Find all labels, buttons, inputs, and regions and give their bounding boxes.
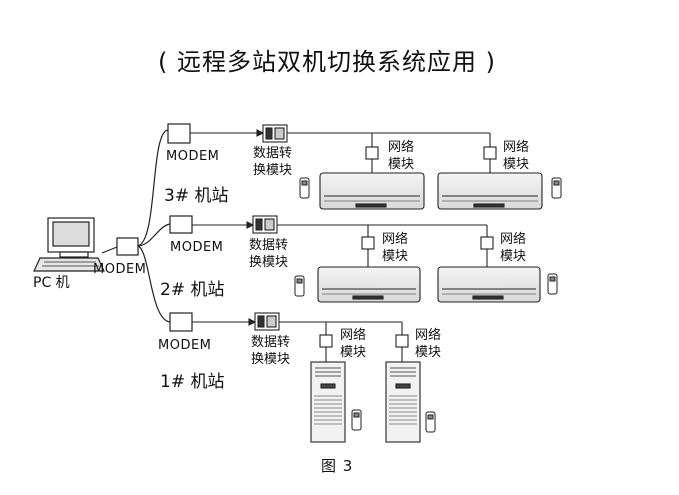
station1-converter-line1: 数据转 <box>251 335 291 350</box>
station1-modem-box <box>169 312 193 332</box>
pc-modem-link <box>101 246 118 254</box>
bus-lines <box>277 132 491 362</box>
station2-converter-label: 数据转 换模块 <box>249 237 288 271</box>
station3-net-module-1-label: 网络 模块 <box>388 139 414 173</box>
station3-modem-label: MODEM <box>166 149 220 164</box>
station1-cabinet-unit-2 <box>385 361 421 443</box>
pc-icon <box>33 217 105 272</box>
figure-caption: 图 3 <box>321 457 354 475</box>
diagram-title: ( 远程多站双机切换系统应用 ) <box>158 48 496 76</box>
trunk-line-2 <box>137 223 171 247</box>
station2-net-module-1-label: 网络 模块 <box>382 231 408 265</box>
trunk-line-1 <box>137 245 171 323</box>
station2-net-module-2-label: 网络 模块 <box>500 231 526 265</box>
station1-converter-box <box>254 312 280 331</box>
pc-label: PC 机 <box>33 275 70 291</box>
station2-ac-unit-2 <box>437 266 541 303</box>
station3-converter-box <box>262 124 288 143</box>
station2-converter-line2: 换模块 <box>249 255 289 270</box>
station1-converter-line2: 换模块 <box>251 352 291 367</box>
station3-label: 3# 机站 <box>164 186 229 206</box>
station1-net-module-1-label: 网络 模块 <box>340 327 366 361</box>
trunk-line-3 <box>137 129 169 247</box>
station3-net1-line2: 模块 <box>388 157 415 172</box>
station1-net2-line1: 网络 <box>415 328 442 343</box>
station2-modem-box <box>169 215 193 234</box>
station3-net1-line1: 网络 <box>388 140 415 155</box>
station2-net1-line2: 模块 <box>382 249 409 264</box>
station3-net-module-2-label: 网络 模块 <box>503 139 529 173</box>
station1-net2-line2: 模块 <box>415 345 442 360</box>
station2-modem-label: MODEM <box>170 240 224 255</box>
station3-ac-unit-1 <box>319 172 425 210</box>
station1-modem-label: MODEM <box>158 338 212 353</box>
station2-converter-line1: 数据转 <box>249 238 289 253</box>
main-modem-box <box>116 237 139 256</box>
station2-net2-line1: 网络 <box>500 232 527 247</box>
station2-converter-box <box>252 215 278 234</box>
station1-net1-line1: 网络 <box>340 328 367 343</box>
station3-converter-label: 数据转 换模块 <box>253 145 292 179</box>
modem-converter-arrows <box>190 129 265 326</box>
station1-net-module-2-label: 网络 模块 <box>415 327 441 361</box>
station2-label: 2# 机站 <box>160 280 225 300</box>
station1-net1-line2: 模块 <box>340 345 367 360</box>
station3-ac-unit-2 <box>437 172 543 210</box>
station3-converter-line2: 换模块 <box>253 163 293 178</box>
station3-net2-line2: 模块 <box>503 157 530 172</box>
remote-controller-icons <box>294 177 562 433</box>
station1-label: 1# 机站 <box>160 372 225 392</box>
station1-cabinet-unit-1 <box>310 361 346 443</box>
station2-ac-unit-1 <box>317 266 421 303</box>
station3-net2-line1: 网络 <box>503 140 530 155</box>
station2-net2-line2: 模块 <box>500 249 527 264</box>
main-modem-label: MODEM <box>93 262 147 277</box>
station3-converter-line1: 数据转 <box>253 146 293 161</box>
station2-net1-line1: 网络 <box>382 232 409 247</box>
net-module-boxes <box>319 146 497 348</box>
station3-modem-box <box>167 123 191 144</box>
station1-converter-label: 数据转 换模块 <box>251 334 290 368</box>
